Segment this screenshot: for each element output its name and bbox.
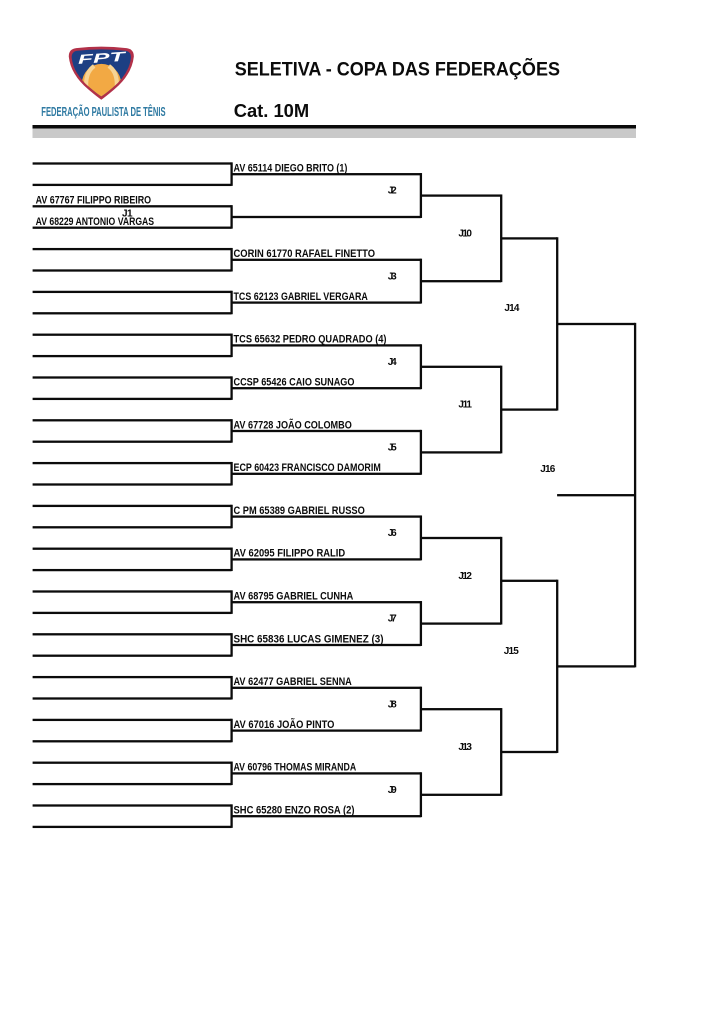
svg-text:J1: J1	[122, 208, 133, 219]
svg-text:Cat. 10M: Cat. 10M	[234, 100, 310, 121]
svg-text:J13: J13	[458, 742, 472, 753]
svg-text:AV 67767 FILIPPO RIBEIRO: AV 67767 FILIPPO RIBEIRO	[36, 195, 152, 207]
svg-text:AV 67016 JOÃO PINTO: AV 67016 JOÃO PINTO	[234, 718, 335, 731]
svg-text:J14: J14	[504, 303, 519, 314]
svg-text:J12: J12	[458, 571, 472, 582]
svg-text:J11: J11	[458, 400, 472, 411]
svg-text:AV 67728 JOÃO COLOMBO: AV 67728 JOÃO COLOMBO	[234, 418, 353, 431]
svg-text:J15: J15	[504, 646, 519, 657]
svg-text:J5: J5	[388, 443, 397, 454]
svg-text:AV 60796 THOMAS MIRANDA: AV 60796 THOMAS MIRANDA	[234, 762, 357, 774]
svg-text:AV 68795 GABRIEL CUNHA: AV 68795 GABRIEL CUNHA	[234, 591, 354, 603]
svg-text:J7: J7	[388, 614, 397, 625]
svg-text:TCS 65632 PEDRO QUADRADO (4): TCS 65632 PEDRO QUADRADO (4)	[234, 334, 387, 346]
svg-text:AV 62477 GABRIEL SENNA: AV 62477 GABRIEL SENNA	[234, 676, 352, 688]
svg-text:J3: J3	[388, 271, 397, 282]
svg-text:FPT: FPT	[77, 49, 127, 67]
svg-text:SHC 65280 ENZO ROSA (2): SHC 65280 ENZO ROSA (2)	[234, 805, 355, 817]
svg-text:J4: J4	[388, 357, 397, 368]
svg-text:SHC 65836 LUCAS GIMENEZ (3): SHC 65836 LUCAS GIMENEZ (3)	[234, 633, 384, 645]
svg-text:J2: J2	[388, 186, 397, 197]
svg-text:AV 62095 FILIPPO RALID: AV 62095 FILIPPO RALID	[234, 548, 346, 560]
svg-text:AV 65114 DIEGO BRITO (1): AV 65114 DIEGO BRITO (1)	[234, 163, 348, 175]
svg-text:J8: J8	[388, 699, 397, 710]
svg-text:J16: J16	[540, 464, 555, 475]
svg-text:TCS 62123 GABRIEL VERGARA: TCS 62123 GABRIEL VERGARA	[234, 291, 368, 303]
svg-text:CCSP 65426 CAIO SUNAGO: CCSP 65426 CAIO SUNAGO	[234, 377, 355, 389]
svg-text:J6: J6	[388, 528, 397, 539]
svg-text:J9: J9	[388, 785, 397, 796]
svg-text:ECP 60423 FRANCISCO DAMORIM: ECP 60423 FRANCISCO DAMORIM	[234, 462, 381, 474]
svg-text:C PM 65389 GABRIEL RUSSO: C PM 65389 GABRIEL RUSSO	[234, 505, 366, 517]
svg-text:AV 68229 ANTONIO VARGAS: AV 68229 ANTONIO VARGAS	[36, 216, 155, 228]
svg-text:CORIN 61770 RAFAEL FINETTO: CORIN 61770 RAFAEL FINETTO	[234, 248, 376, 260]
svg-text:FEDERAÇÃO PAULISTA DE TÊNIS: FEDERAÇÃO PAULISTA DE TÊNIS	[41, 104, 165, 119]
svg-text:SELETIVA - COPA DAS FEDERAÇÕES: SELETIVA - COPA DAS FEDERAÇÕES	[235, 59, 560, 81]
svg-text:J10: J10	[458, 228, 472, 239]
